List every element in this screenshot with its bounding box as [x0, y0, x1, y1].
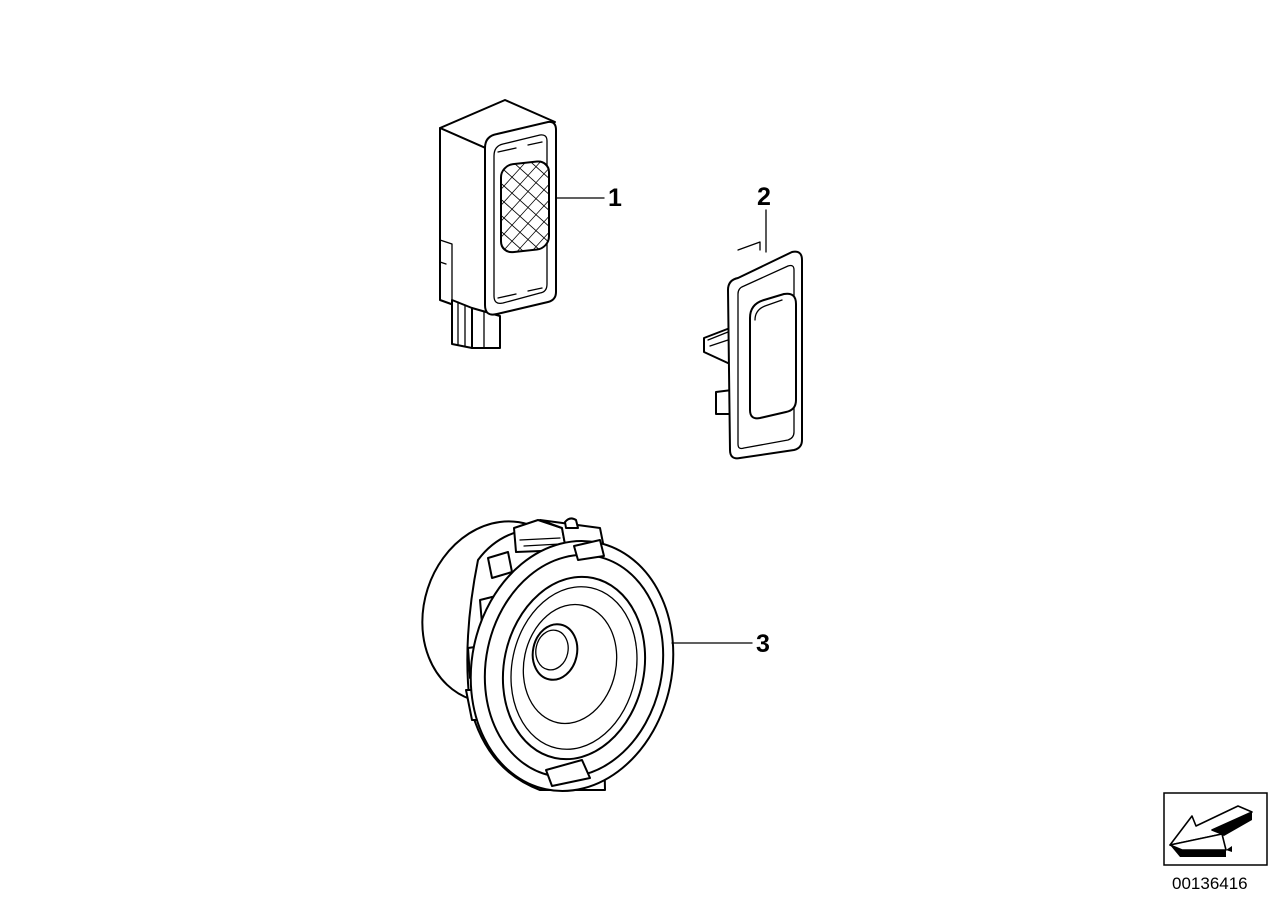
part-1-microphone [439, 99, 605, 349]
part-label-3: 3 [756, 630, 770, 658]
part-label-2: 2 [757, 183, 771, 211]
reference-number: 00136416 [1172, 874, 1248, 893]
part-2-trim-cover [703, 209, 803, 460]
arrow-direction-icon [1163, 792, 1268, 866]
part-3-loudspeaker [421, 517, 753, 792]
part-label-1: 1 [608, 184, 622, 212]
